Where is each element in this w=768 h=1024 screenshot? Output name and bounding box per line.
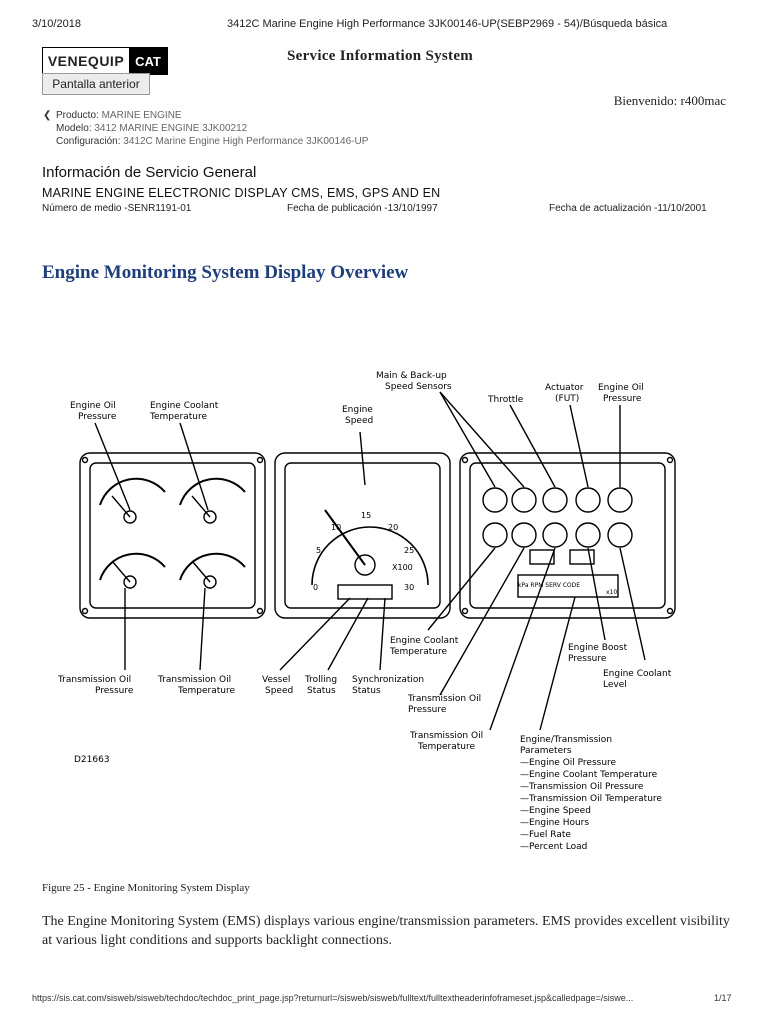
label-eop1-line1: Engine Oil — [70, 401, 116, 411]
label-tot1-line2: Temperature — [177, 686, 235, 696]
label-params-line4: —Engine Coolant Temperature — [520, 770, 658, 780]
tach-multiplier: X100 — [392, 563, 413, 572]
venequip-cat-logo: VENEQUIP CAT — [42, 47, 168, 75]
label-sensors-line2: Speed Sensors — [385, 382, 452, 392]
label-params-line6: —Transmission Oil Temperature — [520, 794, 662, 804]
media-number: Número de medio -SENR1191-01 — [42, 203, 192, 214]
label-top1-line1: Transmission Oil — [57, 675, 131, 685]
label-sensors-line1: Main & Back-up — [376, 371, 447, 381]
config-label: Configuración: — [56, 136, 121, 147]
body-paragraph: The Engine Monitoring System (EMS) displ… — [42, 914, 730, 948]
label-ect2-line1: Engine Coolant — [390, 636, 459, 646]
gauge-panel-left — [79, 452, 266, 619]
model-label: Modelo: — [56, 123, 92, 134]
label-params-line9: —Fuel Rate — [520, 830, 571, 840]
figure-code: D21663 — [74, 755, 110, 765]
page-title: Engine Monitoring System Display Overvie… — [42, 262, 409, 283]
chevron-left-icon[interactable]: ❮ — [43, 110, 52, 121]
lcd-units: kPa RPM SERV CODE — [518, 582, 580, 589]
welcome-text: Bienvenido: r400mac — [613, 93, 726, 108]
label-params-line7: —Engine Speed — [520, 806, 591, 816]
label-params-line5: —Transmission Oil Pressure — [520, 782, 644, 792]
print-title: 3412C Marine Engine High Performance 3JK… — [227, 18, 668, 30]
label-tot2-line1: Transmission Oil — [409, 731, 483, 741]
system-title: Service Information System — [287, 48, 474, 64]
label-ect2-line2: Temperature — [389, 647, 447, 657]
tach-number-20: 20 — [388, 523, 398, 532]
figure-caption: Figure 25 - Engine Monitoring System Dis… — [42, 882, 250, 894]
tachometer-panel — [274, 452, 451, 619]
label-sync-line1: Synchronization — [352, 675, 424, 685]
config-value: 3412C Marine Engine High Performance 3JK… — [123, 136, 369, 147]
label-speed-line2: Speed — [345, 416, 373, 426]
label-boost-line1: Engine Boost — [568, 643, 628, 653]
logo-text: VENEQUIP — [47, 53, 125, 69]
document-subtitle: MARINE ENGINE ELECTRONIC DISPLAY CMS, EM… — [42, 186, 441, 200]
label-params-line10: —Percent Load — [520, 842, 587, 852]
footer-page: 1/17 — [714, 993, 732, 1003]
label-throttle: Throttle — [487, 395, 524, 405]
label-tot2-line2: Temperature — [417, 742, 475, 752]
label-eop1-line2: Pressure — [78, 412, 117, 422]
model-value: 3412 MARINE ENGINE 3JK00212 — [94, 123, 248, 134]
label-eop2-line2: Pressure — [603, 394, 642, 404]
publication-date: Fecha de publicación -13/10/1997 — [287, 203, 438, 214]
label-params-line3: —Engine Oil Pressure — [520, 758, 617, 768]
label-vessel-line1: Vessel — [262, 675, 290, 685]
label-boost-line2: Pressure — [568, 654, 607, 664]
label-top2-line2: Pressure — [408, 705, 447, 715]
label-level-line1: Engine Coolant — [603, 669, 672, 679]
tach-number-30: 30 — [404, 583, 414, 592]
print-date: 3/10/2018 — [32, 18, 81, 30]
label-ect1-line2: Temperature — [149, 412, 207, 422]
tach-number-5: 5 — [316, 546, 321, 555]
config-row: Configuración: 3412C Marine Engine High … — [56, 136, 368, 147]
label-vessel-line2: Speed — [265, 686, 293, 696]
footer-url: https://sis.cat.com/sisweb/sisweb/techdo… — [32, 993, 634, 1003]
label-top1-line2: Pressure — [95, 686, 134, 696]
cat-logo: CAT — [129, 48, 167, 74]
label-sync-line2: Status — [352, 686, 381, 696]
back-button[interactable]: Pantalla anterior — [42, 73, 150, 95]
product-label: Producto: — [56, 110, 99, 121]
model-row: Modelo: 3412 MARINE ENGINE 3JK00212 — [56, 123, 247, 134]
label-actuator-line2: (FUT) — [555, 394, 579, 404]
product-value: MARINE ENGINE — [101, 110, 182, 121]
label-params-line8: —Engine Hours — [520, 818, 589, 828]
product-row: Producto: MARINE ENGINE — [56, 110, 182, 121]
label-params-line1: Engine/Transmission — [520, 735, 612, 745]
label-trolling-line1: Trolling — [304, 675, 337, 685]
label-actuator-line1: Actuator — [545, 383, 584, 393]
indicator-panel-right — [459, 452, 676, 619]
tach-number-0: 0 — [313, 583, 318, 592]
update-date: Fecha de actualización -11/10/2001 — [549, 203, 707, 214]
label-top2-line1: Transmission Oil — [407, 694, 481, 704]
label-params-line2: Parameters — [520, 746, 572, 756]
section-title: Información de Servicio General — [42, 164, 257, 181]
label-level-line2: Level — [603, 680, 627, 690]
lcd-multiplier: x10 — [606, 589, 617, 596]
label-speed-line1: Engine — [342, 405, 373, 415]
ems-display-figure: Engine Oil Pressure Engine Coolant Tempe… — [57, 371, 676, 852]
tach-number-10: 10 — [331, 523, 341, 532]
tach-number-25: 25 — [404, 546, 414, 555]
tach-number-15: 15 — [361, 511, 371, 520]
label-ect1-line1: Engine Coolant — [150, 401, 219, 411]
label-trolling-line2: Status — [307, 686, 336, 696]
label-tot1-line1: Transmission Oil — [157, 675, 231, 685]
label-eop2-line1: Engine Oil — [598, 383, 644, 393]
